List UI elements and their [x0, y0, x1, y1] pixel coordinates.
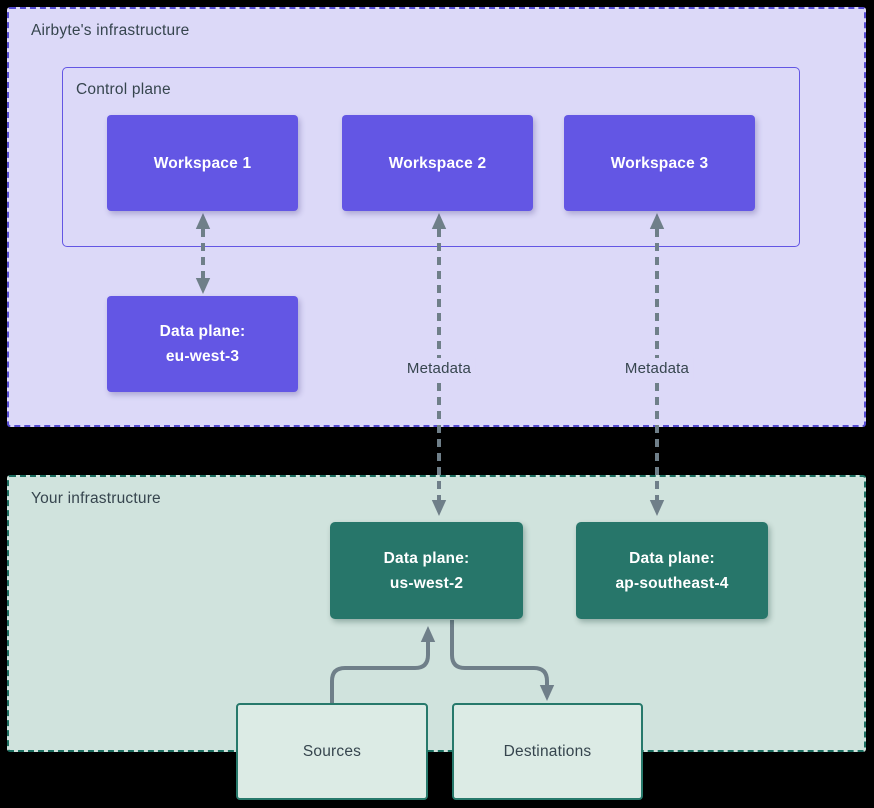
data-plane-ap-southeast-4-line1: Data plane: [629, 549, 715, 567]
metadata-label-2: Metadata [619, 358, 695, 379]
destinations-label: Destinations [503, 743, 592, 760]
workspace-3-label: Workspace 3 [610, 154, 709, 172]
workspace-3-box: Workspace 3 [564, 115, 755, 211]
workspace-2-box: Workspace 2 [342, 115, 533, 211]
data-plane-us-west-2-line1: Data plane: [383, 549, 470, 567]
airbyte-section-label: Airbyte's infrastructure [31, 22, 190, 39]
connector-workspace3-apsoutheast4 [649, 213, 665, 516]
data-plane-ap-southeast-4-box: Data plane: ap-southeast-4 [576, 522, 768, 619]
workspace-2-label: Workspace 2 [388, 154, 487, 172]
connector-workspace1-euwest3 [195, 213, 211, 294]
data-plane-eu-west-3-box: Data plane: eu-west-3 [107, 296, 298, 392]
workspace-1-label: Workspace 1 [153, 154, 252, 172]
workspace-1-box: Workspace 1 [107, 115, 298, 211]
destinations-box: Destinations [452, 703, 643, 800]
connector-uswest2-destinations [450, 620, 555, 701]
data-plane-us-west-2-box: Data plane: us-west-2 [330, 522, 523, 619]
connector-workspace2-uswest2 [431, 213, 447, 516]
sources-label: Sources [302, 743, 362, 760]
control-plane-label: Control plane [76, 81, 171, 98]
connector-sources-uswest2 [330, 626, 436, 703]
sources-box: Sources [236, 703, 428, 800]
data-plane-us-west-2-line2: us-west-2 [389, 574, 464, 592]
metadata-label-1: Metadata [401, 358, 477, 379]
control-plane-container: Control plane [62, 67, 800, 247]
data-plane-eu-west-3-line1: Data plane: [159, 323, 246, 340]
your-section-label: Your infrastructure [31, 490, 161, 507]
data-plane-ap-southeast-4-line2: ap-southeast-4 [615, 574, 729, 592]
data-plane-eu-west-3-line2: eu-west-3 [165, 348, 240, 365]
